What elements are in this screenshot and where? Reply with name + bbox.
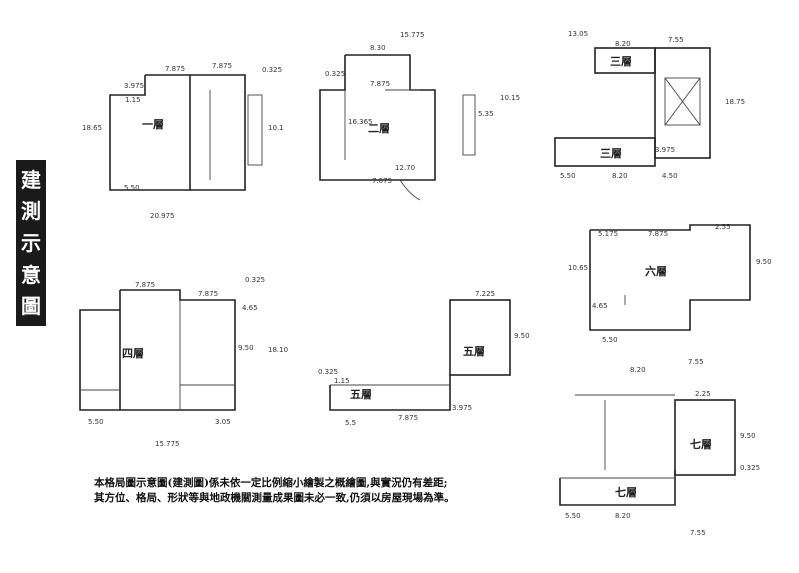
dim-label: 3.05	[215, 418, 231, 426]
sidebar-char: 建	[21, 167, 41, 192]
sidebar-title: 建 測 示 意 圖	[16, 160, 46, 326]
dim-label: 7.875	[198, 290, 218, 298]
sidebar-char: 示	[21, 230, 41, 255]
dim-label: 8.20	[615, 40, 631, 48]
dim-label: 5.35	[478, 110, 494, 118]
floor-plan-2: 二層 8.30 15.775 7.875 7.875 12.70 10.15 5…	[319, 31, 520, 201]
floor-5b-label: 五層	[350, 388, 372, 401]
dim-label: 5.175	[598, 230, 618, 238]
dim-label: 15.775	[400, 31, 425, 39]
dim-label: 4.65	[242, 304, 258, 312]
dim-label: 3.975	[124, 82, 144, 90]
dim-label: 8.30	[370, 44, 386, 52]
dim-label: 10.15	[500, 94, 520, 102]
dim-label: 7.55	[690, 529, 706, 537]
floor-plan-4: 四層 7.875 7.875 0.325 18.10 9.50 15.775 5…	[79, 276, 288, 448]
dim-label: 0.325	[245, 276, 265, 284]
dim-label: 1.15	[334, 377, 350, 385]
disclaimer-note: 本格局圖示意圖(建測圖)係未依一定比例縮小繪製之概繪圖,與實況仍有差距; 其方位…	[94, 476, 494, 506]
dim-label: 3.975	[655, 146, 675, 154]
dim-label: 4.50	[662, 172, 678, 180]
dim-label: 12.70	[395, 164, 415, 172]
dim-label: 10.65	[568, 264, 588, 272]
dim-label: 16.365	[348, 118, 373, 126]
dim-label: 7.875	[135, 281, 155, 289]
dim-label: 13.05	[568, 30, 588, 38]
dim-label: 9.50	[514, 332, 530, 340]
floor-4-label: 四層	[122, 347, 144, 360]
dim-label: 5.50	[602, 336, 618, 344]
dim-label: 2.55	[715, 223, 731, 231]
dim-label: 7.225	[475, 290, 495, 298]
dim-label: 18.10	[268, 346, 288, 354]
dim-label: 8.20	[612, 172, 628, 180]
floor-plan-7: 七層 七層 7.55 8.20 9.50 2.25 8.20 5.50 0.32…	[559, 358, 760, 537]
dim-label: 7.55	[668, 36, 684, 44]
floor-6-label: 六層	[645, 264, 667, 278]
dim-label: 9.50	[756, 258, 772, 266]
dim-label: 9.50	[238, 344, 254, 352]
floor-2-label: 二層	[368, 122, 390, 135]
dim-label: 5.5	[345, 419, 356, 427]
floor-3-label: 三層	[610, 55, 632, 68]
dim-label: 7.875	[165, 65, 185, 73]
dim-label: 7.875	[648, 230, 668, 238]
dim-label: 5.50	[88, 418, 104, 426]
dim-label: 7.875	[370, 80, 390, 88]
sidebar-char: 意	[21, 262, 41, 287]
dim-label: 7.875	[372, 177, 392, 185]
dim-label: 15.775	[155, 440, 180, 448]
floor-7b-label: 七層	[615, 485, 637, 499]
floor-plan-6: 六層 5.175 7.875 2.55 9.50 10.65 4.65 5.50	[568, 223, 772, 344]
sidebar-char: 測	[21, 199, 41, 224]
floor-5-label: 五層	[463, 345, 485, 358]
dim-label: 0.325	[325, 70, 345, 78]
dim-label: 18.75	[725, 98, 745, 106]
dim-label: 18.65	[82, 124, 102, 132]
floor-plan-1: 一層 7.875 7.875 18.65 10.1 20.975 3.975 5…	[82, 62, 284, 220]
dim-label: 2.25	[695, 390, 711, 398]
floor-plan-3: 三層 三層 13.05 7.55 8.20 18.75 8.20 5.50 3.…	[554, 30, 745, 180]
dim-label: 0.325	[740, 464, 760, 472]
note-line: 其方位、格局、形狀等與地政機關測量成果圖未必一致,仍須以房屋現場為準。	[94, 492, 455, 504]
note-line: 本格局圖示意圖(建測圖)係未依一定比例縮小繪製之概繪圖,與實況仍有差距;	[94, 477, 448, 489]
dim-label: 5.50	[124, 184, 140, 192]
dim-label: 0.325	[262, 66, 282, 74]
dim-label: 8.20	[630, 366, 646, 374]
floor-7-label: 七層	[690, 437, 712, 451]
dim-label: 7.875	[398, 414, 418, 422]
dim-label: 7.875	[212, 62, 232, 70]
dim-label: 1.15	[125, 96, 141, 104]
dim-label: 4.65	[592, 302, 608, 310]
dim-label: 20.975	[150, 212, 175, 220]
sidebar-char: 圖	[21, 294, 41, 319]
dim-label: 7.55	[688, 358, 704, 366]
floor-plan-5: 五層 五層 7.225 9.50 3.975 7.875 5.5 1.15 0.…	[318, 290, 530, 427]
dim-label: 10.1	[268, 124, 284, 132]
floor-3b-label: 三層	[600, 147, 622, 160]
dim-label: 5.50	[565, 512, 581, 520]
dim-label: 9.50	[740, 432, 756, 440]
dim-label: 0.325	[318, 368, 338, 376]
dim-label: 3.975	[452, 404, 472, 412]
floor-1-label: 一層	[142, 118, 164, 131]
dim-label: 8.20	[615, 512, 631, 520]
dim-label: 5.50	[560, 172, 576, 180]
